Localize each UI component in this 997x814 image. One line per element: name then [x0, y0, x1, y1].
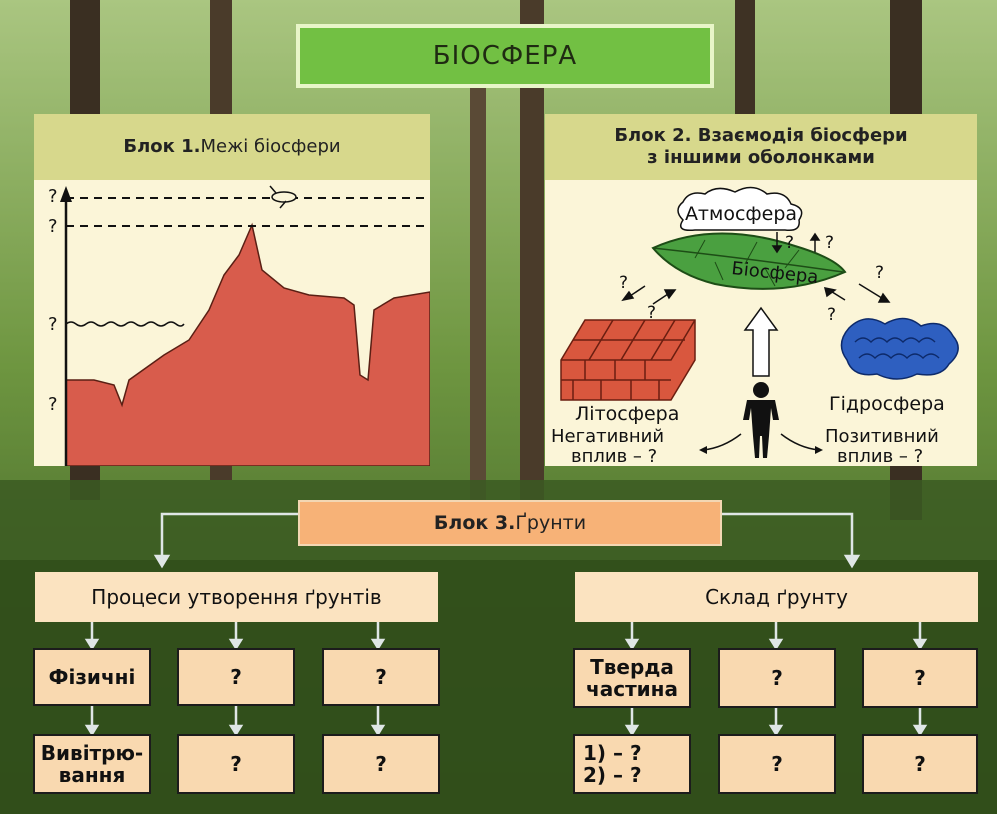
process-unknown-box-4: ?	[322, 734, 440, 794]
block1-label-bold: Блок 1.	[123, 136, 200, 158]
block3-label-bold: Блок 3.	[434, 512, 515, 534]
block1-panel: Блок 1. Межі біосфери ? ? ? ?	[34, 114, 430, 466]
block2-label-line1: Взаємодія біосфери	[691, 125, 907, 146]
atmosphere-label: Атмосфера	[685, 203, 797, 225]
weathering-box: Вивітрю- вання	[33, 734, 151, 794]
soil-composition-header: Склад ґрунту	[575, 572, 978, 622]
block2-header: Блок 2. Взаємодія біосфери з іншими обол…	[545, 114, 977, 180]
solid-part-items-box: 1) – ? 2) – ?	[573, 734, 691, 794]
q-hydro-2: ?	[827, 305, 836, 325]
boundary-mark-4: ?	[48, 394, 58, 415]
q-atmo-2: ?	[825, 233, 834, 253]
biosphere-boundaries-diagram: ? ? ? ?	[34, 180, 430, 466]
soil-formation-header: Процеси утворення ґрунтів	[35, 572, 438, 622]
block2-label-line2: з іншими оболонками	[647, 147, 875, 169]
block1-header: Блок 1. Межі біосфери	[34, 114, 430, 180]
positive-influence-2: вплив – ?	[837, 446, 923, 466]
negative-influence-1: Негативний	[551, 426, 664, 447]
hydrosphere-label: Гідросфера	[829, 393, 945, 415]
block1-label-text: Межі біосфери	[200, 136, 340, 158]
composition-unknown-box-2: ?	[862, 648, 978, 708]
q-litho-1: ?	[619, 273, 628, 293]
composition-unknown-box-3: ?	[718, 734, 836, 794]
lithosphere-label: Літосфера	[575, 403, 679, 425]
positive-influence-1: Позитивний	[825, 426, 939, 447]
interaction-diagram: Атмосфера Біосфера ? ? ? ? ? ?	[545, 180, 977, 466]
block3-header: Блок 3. Ґрунти	[298, 500, 722, 546]
solid-part-box: Тверда частина	[573, 648, 691, 708]
block2-panel: Блок 2. Взаємодія біосфери з іншими обол…	[545, 114, 977, 466]
composition-unknown-box-1: ?	[718, 648, 836, 708]
boundary-mark-1: ?	[48, 186, 58, 207]
composition-unknown-box-4: ?	[862, 734, 978, 794]
process-unknown-box-1: ?	[177, 648, 295, 706]
negative-influence-2: вплив – ?	[571, 446, 657, 466]
q-atmo-1: ?	[785, 233, 794, 253]
hydrosphere-icon	[841, 318, 958, 379]
lithosphere-icon	[561, 320, 695, 400]
block2-label-bold: Блок 2.	[614, 125, 691, 146]
boundary-mark-2: ?	[48, 216, 58, 237]
q-hydro-1: ?	[875, 263, 884, 283]
page-title: БІОСФЕРА	[296, 24, 714, 88]
process-physical-box: Фізичні	[33, 648, 151, 706]
block3-label-text: Ґрунти	[515, 512, 586, 534]
process-unknown-box-3: ?	[177, 734, 295, 794]
boundary-mark-3: ?	[48, 314, 58, 335]
process-unknown-box-2: ?	[322, 648, 440, 706]
